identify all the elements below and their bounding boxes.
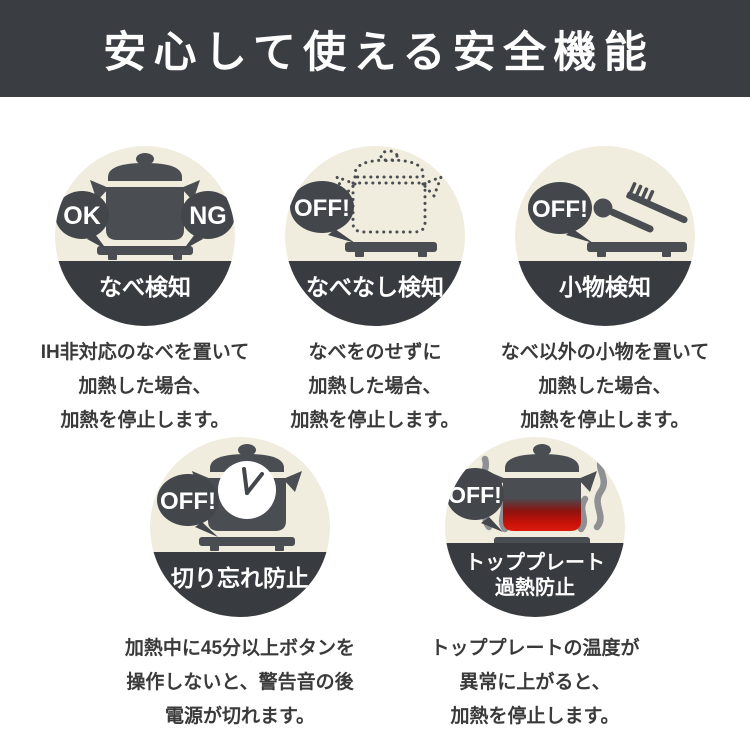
svg-text:OFF!: OFF! <box>294 195 350 222</box>
feature-label: なべなし検知 <box>306 274 444 300</box>
feature-label-band: なべ検知 <box>55 261 235 326</box>
feature-description-no-pot-detection: なべをのせずに 加熱した場合、 加熱を停止します。 <box>290 342 460 431</box>
feature-label: トッププレート 過熱防止 <box>465 552 605 599</box>
svg-text:OK: OK <box>63 202 101 230</box>
ng-speech-bubble-icon: NG <box>181 191 235 250</box>
feature-label-band: なべなし検知 <box>285 261 465 326</box>
feature-description-small-object-detection: なべ以外の小物を置いて 加熱した場合、 加熱を停止します。 <box>500 342 710 431</box>
cutlery-icon: OFF! <box>528 182 688 257</box>
spoon-icon <box>593 198 654 233</box>
pot-outline-dashed-icon <box>334 149 444 234</box>
feature-label-band: 小物検知 <box>515 261 695 326</box>
pot-ok-ng-icon: OK NG <box>55 153 235 260</box>
burner-icon <box>587 242 687 257</box>
overheat-pot-icon: OFF! <box>446 444 608 551</box>
feature-description-overheat-prevention: トッププレートの温度が 異常に上がると、 加熱を停止します。 <box>430 638 640 727</box>
svg-text:NG: NG <box>189 202 227 230</box>
feature-description-auto-shutoff: 加熱中に45分以上ボタンを 操作しないと、警告音の後 電源が切れます。 <box>124 638 356 727</box>
dashed-pot-icon: OFF! <box>290 149 444 257</box>
svg-text:OFF!: OFF! <box>448 482 502 508</box>
feature-circle-no-pot-detection: OFF! なべなし検知 <box>285 146 465 326</box>
feature-circle-small-object-detection: OFF! 小物検知 <box>515 146 695 326</box>
ok-speech-bubble-icon: OK <box>55 191 109 250</box>
timer-pot-icon: OFF! <box>157 444 302 551</box>
feature-label-band: トッププレート 過熱防止 <box>445 543 625 617</box>
off-speech-bubble-icon: OFF! <box>290 181 355 243</box>
pot-icon <box>90 153 200 260</box>
feature-label: なべ検知 <box>99 274 191 300</box>
svg-text:OFF!: OFF! <box>160 488 216 515</box>
feature-description-pot-detection: IH非対応のなべを置いて 加熱した場合、 加熱を停止します。 <box>40 342 250 431</box>
feature-label: 切り忘れ防止 <box>171 565 309 591</box>
title-banner: 安心して使える安全機能 <box>0 0 750 97</box>
fork-icon <box>626 182 688 224</box>
feature-circle-auto-shutoff: OFF! 切り忘れ防止 <box>150 437 330 617</box>
off-speech-bubble-icon: OFF! <box>446 468 504 532</box>
feature-label: 小物検知 <box>559 274 651 300</box>
clock-icon <box>218 461 276 519</box>
off-speech-bubble-icon: OFF! <box>528 182 593 243</box>
page-title: 安心して使える安全機能 <box>103 28 655 77</box>
off-speech-bubble-icon: OFF! <box>157 474 219 537</box>
feature-label-band: 切り忘れ防止 <box>150 552 330 617</box>
feature-circle-pot-detection: OK NG なべ検知 <box>55 146 235 326</box>
feature-circle-overheat-prevention: OFF! トッププレート 過熱防止 <box>445 437 625 617</box>
burner-icon <box>345 242 437 257</box>
svg-text:OFF!: OFF! <box>532 196 588 223</box>
